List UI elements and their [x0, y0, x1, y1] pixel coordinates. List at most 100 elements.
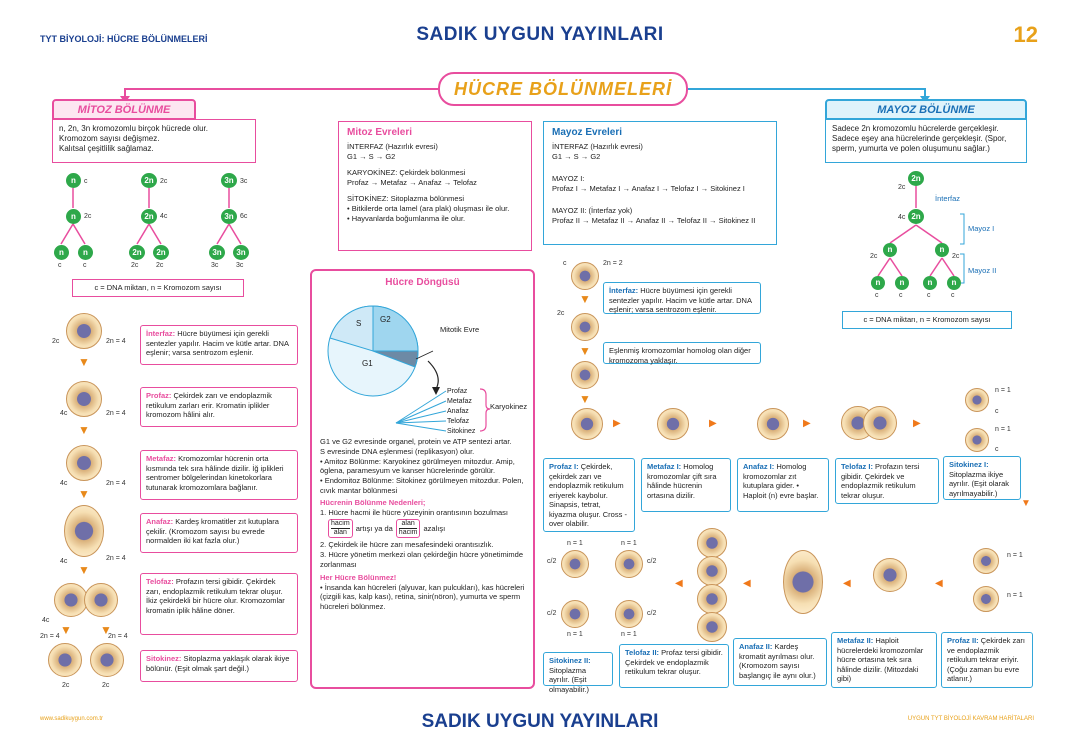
half-label: c/2 [547, 558, 557, 565]
mayoz2-label: Mayoz II [968, 266, 997, 275]
mayoz-cell [697, 556, 727, 586]
node: n [923, 276, 937, 290]
fan-label: Profaz [447, 388, 468, 395]
n-label: n = 1 [567, 631, 583, 638]
node-c: 4c [898, 214, 906, 221]
node-c: c [83, 262, 87, 269]
mitoz-phases: ▼ ▼ ▼ ▼ ▼ ▼ 2c 2n = 4 4c 2n = 4 4c 2n = … [40, 305, 305, 695]
node-c: 2c [131, 262, 139, 269]
cycle-texts: G1 ve G2 evresinde organel, protein ve A… [320, 437, 530, 612]
pie-g1-label: G1 [362, 359, 373, 368]
fraction-bottom: hacim [398, 529, 418, 537]
down-arrow-icon: ▼ [579, 344, 591, 358]
node-c: 3c [240, 178, 248, 185]
header-subject: TYT BİYOLOJİ: HÜCRE BÖLÜNMELERİ [40, 34, 208, 44]
phase-text: Kardeş kromatitler zıt kutuplara çekilir… [146, 517, 279, 545]
down-arrow-icon: ▼ [78, 487, 90, 501]
node-c: 3c [236, 262, 244, 269]
mayoz-legend: c = DNA miktarı, n = Kromozom sayısı [842, 311, 1012, 329]
c-label: c [995, 408, 999, 415]
mayoz-cell [697, 528, 727, 558]
mitoz-profaz-box: Profaz: Çekirdek zarı ve endoplazmik ret… [140, 387, 298, 427]
mayoz-cell [973, 548, 999, 574]
footer-series: UYGUN TYT BİYOLOJİ KAVRAM HARİTALARI [907, 716, 1034, 722]
evre-line: G1 → S → G2 [552, 152, 601, 161]
mayoz-cell [973, 586, 999, 612]
n-label: n = 1 [621, 540, 637, 547]
half-label: c/2 [547, 610, 557, 617]
node-c: 2c [952, 253, 960, 260]
mitoz-intro-line: Kalıtsal çeşitlilik sağlamaz. [59, 144, 154, 153]
mayoz-evreleri-box: Mayoz Evreleri İNTERFAZ (Hazırlık evresi… [543, 121, 777, 245]
fan-label: Metafaz [447, 398, 472, 405]
node: 3n [221, 209, 237, 224]
cell-sitokinez-b [90, 643, 124, 677]
mitoz-trees: n c n 2c n n c c 2n 2c 2n 4c 2n 2n 2c 2c… [52, 170, 262, 275]
phase-name: Anafaz II: [739, 642, 773, 651]
phase-text: Homolog kromozomlar çift sıra hâlinde hü… [647, 462, 717, 500]
bolunmez-text: • İnsanda kan hücreleri (alyuvar, kan pu… [320, 582, 525, 612]
mayoz-cell [615, 550, 643, 578]
phase-dna-label: 2c [62, 682, 70, 689]
mitoz-evreleri-title: Mitoz Evreleri [347, 127, 413, 138]
node-c: c [899, 292, 903, 299]
cycle-text: S evresinde DNA eşlenmesi (replikasyon) … [320, 446, 475, 456]
footer-url[interactable]: www.sadikuygun.com.tr [40, 716, 104, 722]
mayoz-cell [571, 408, 603, 440]
phase-name: Profaz: [146, 391, 172, 400]
n-label: n = 1 [995, 387, 1011, 394]
anafaz1-box: Anafaz I: Homolog kromozomlar zıt kutupl… [737, 458, 829, 512]
cycle-text: • Amitoz Bölünme: Karyokinez görülmeyen … [320, 456, 515, 476]
mayoz-tree-lines [877, 186, 965, 284]
phase-dna-label: 4c [60, 558, 68, 565]
right-arrow-icon: ▶ [803, 418, 811, 429]
telofaz2-box: Telofaz II: Profaz tersi gibidir. Çekird… [619, 644, 729, 688]
mitoz-anafaz-box: Anafaz: Kardeş kromatitler zıt kutuplara… [140, 513, 298, 553]
mayoz-cell [965, 428, 989, 452]
evre-line: G1 → S → G2 [347, 152, 396, 161]
neden-text: artışı ya da [355, 523, 393, 533]
phase-text: Profazın tersi gibidir. Çekirdek ve endo… [841, 462, 920, 500]
evre-item: • Hayvanlarda boğumlanma ile olur. [347, 214, 466, 223]
mayoz-cell [697, 584, 727, 614]
phase-text: Sitoplazma ikiye ayrılır. (Eşit olarak a… [949, 469, 1010, 498]
telofaz1-box: Telofaz I: Profazın tersi gibidir. Çekir… [835, 458, 939, 504]
phase-name: Metafaz I: [647, 462, 682, 471]
phase-text: Homolog kromozomlar zıt kutuplara gider.… [743, 462, 819, 500]
mayoz-tab: MAYOZ BÖLÜNME [825, 99, 1027, 120]
karyokinez-label: Karyokinez [490, 402, 528, 411]
node: n [947, 276, 961, 290]
left-arrow-icon: ◀ [935, 578, 943, 589]
fan-labels: Profaz Metafaz Anafaz Telofaz Sitokinez [447, 387, 475, 437]
phase-dna-label: 2c [52, 338, 60, 345]
evre-item: • Bitkilerde orta lamel (ara plak) oluşm… [347, 204, 510, 213]
node: 3n [233, 245, 249, 260]
node-c: 3c [211, 262, 219, 269]
node-c: c [951, 292, 955, 299]
cell-interfaz [66, 313, 102, 349]
phase-text: Hücre büyümesi için gerekli sentezler ya… [146, 329, 289, 357]
main-title: HÜCRE BÖLÜNMELERİ [438, 72, 688, 106]
neden-text: 3. Hücre yönetim merkezi olan çekirdeğin… [320, 550, 524, 569]
metafaz2-box: Metafaz II: Haploit hücrelerdeki kromozo… [831, 632, 937, 688]
evre-line: İNTERFAZ (Hazırlık evresi) [552, 142, 643, 151]
phase-text: Hücre büyümesi için gerekli sentezler ya… [609, 286, 752, 314]
node-c: c [84, 178, 88, 185]
left-arrow-icon: ◀ [743, 578, 751, 589]
mayoz-cell [615, 600, 643, 628]
mitoz-sitokinez-box: Sitokinez: Sitoplazma yaklaşık olarak ik… [140, 650, 298, 682]
mayoz-cell [571, 313, 599, 341]
nedenler-title: Hücrenin Bölünme Nedenleri; [320, 497, 426, 507]
fraction-top: alan [398, 520, 418, 530]
mayoz-cell [757, 408, 789, 440]
mayoz-cell [863, 406, 897, 440]
node: n [895, 276, 909, 290]
down-arrow-icon: ▼ [1021, 498, 1031, 509]
cycle-pie [327, 305, 491, 432]
neden-text: 2. Çekirdek ile hücre zarı mesafesindeki… [320, 540, 494, 550]
mayoz-intro-line: Sadece 2n kromozomlu hücrelerde gerçekle… [832, 124, 999, 133]
sitokinez1-box: Sitokinez I: Sitoplazma ikiye ayrılır. (… [943, 456, 1021, 500]
node: n [935, 243, 949, 257]
down-arrow-icon: ▼ [60, 623, 72, 637]
c-label: c [995, 446, 999, 453]
